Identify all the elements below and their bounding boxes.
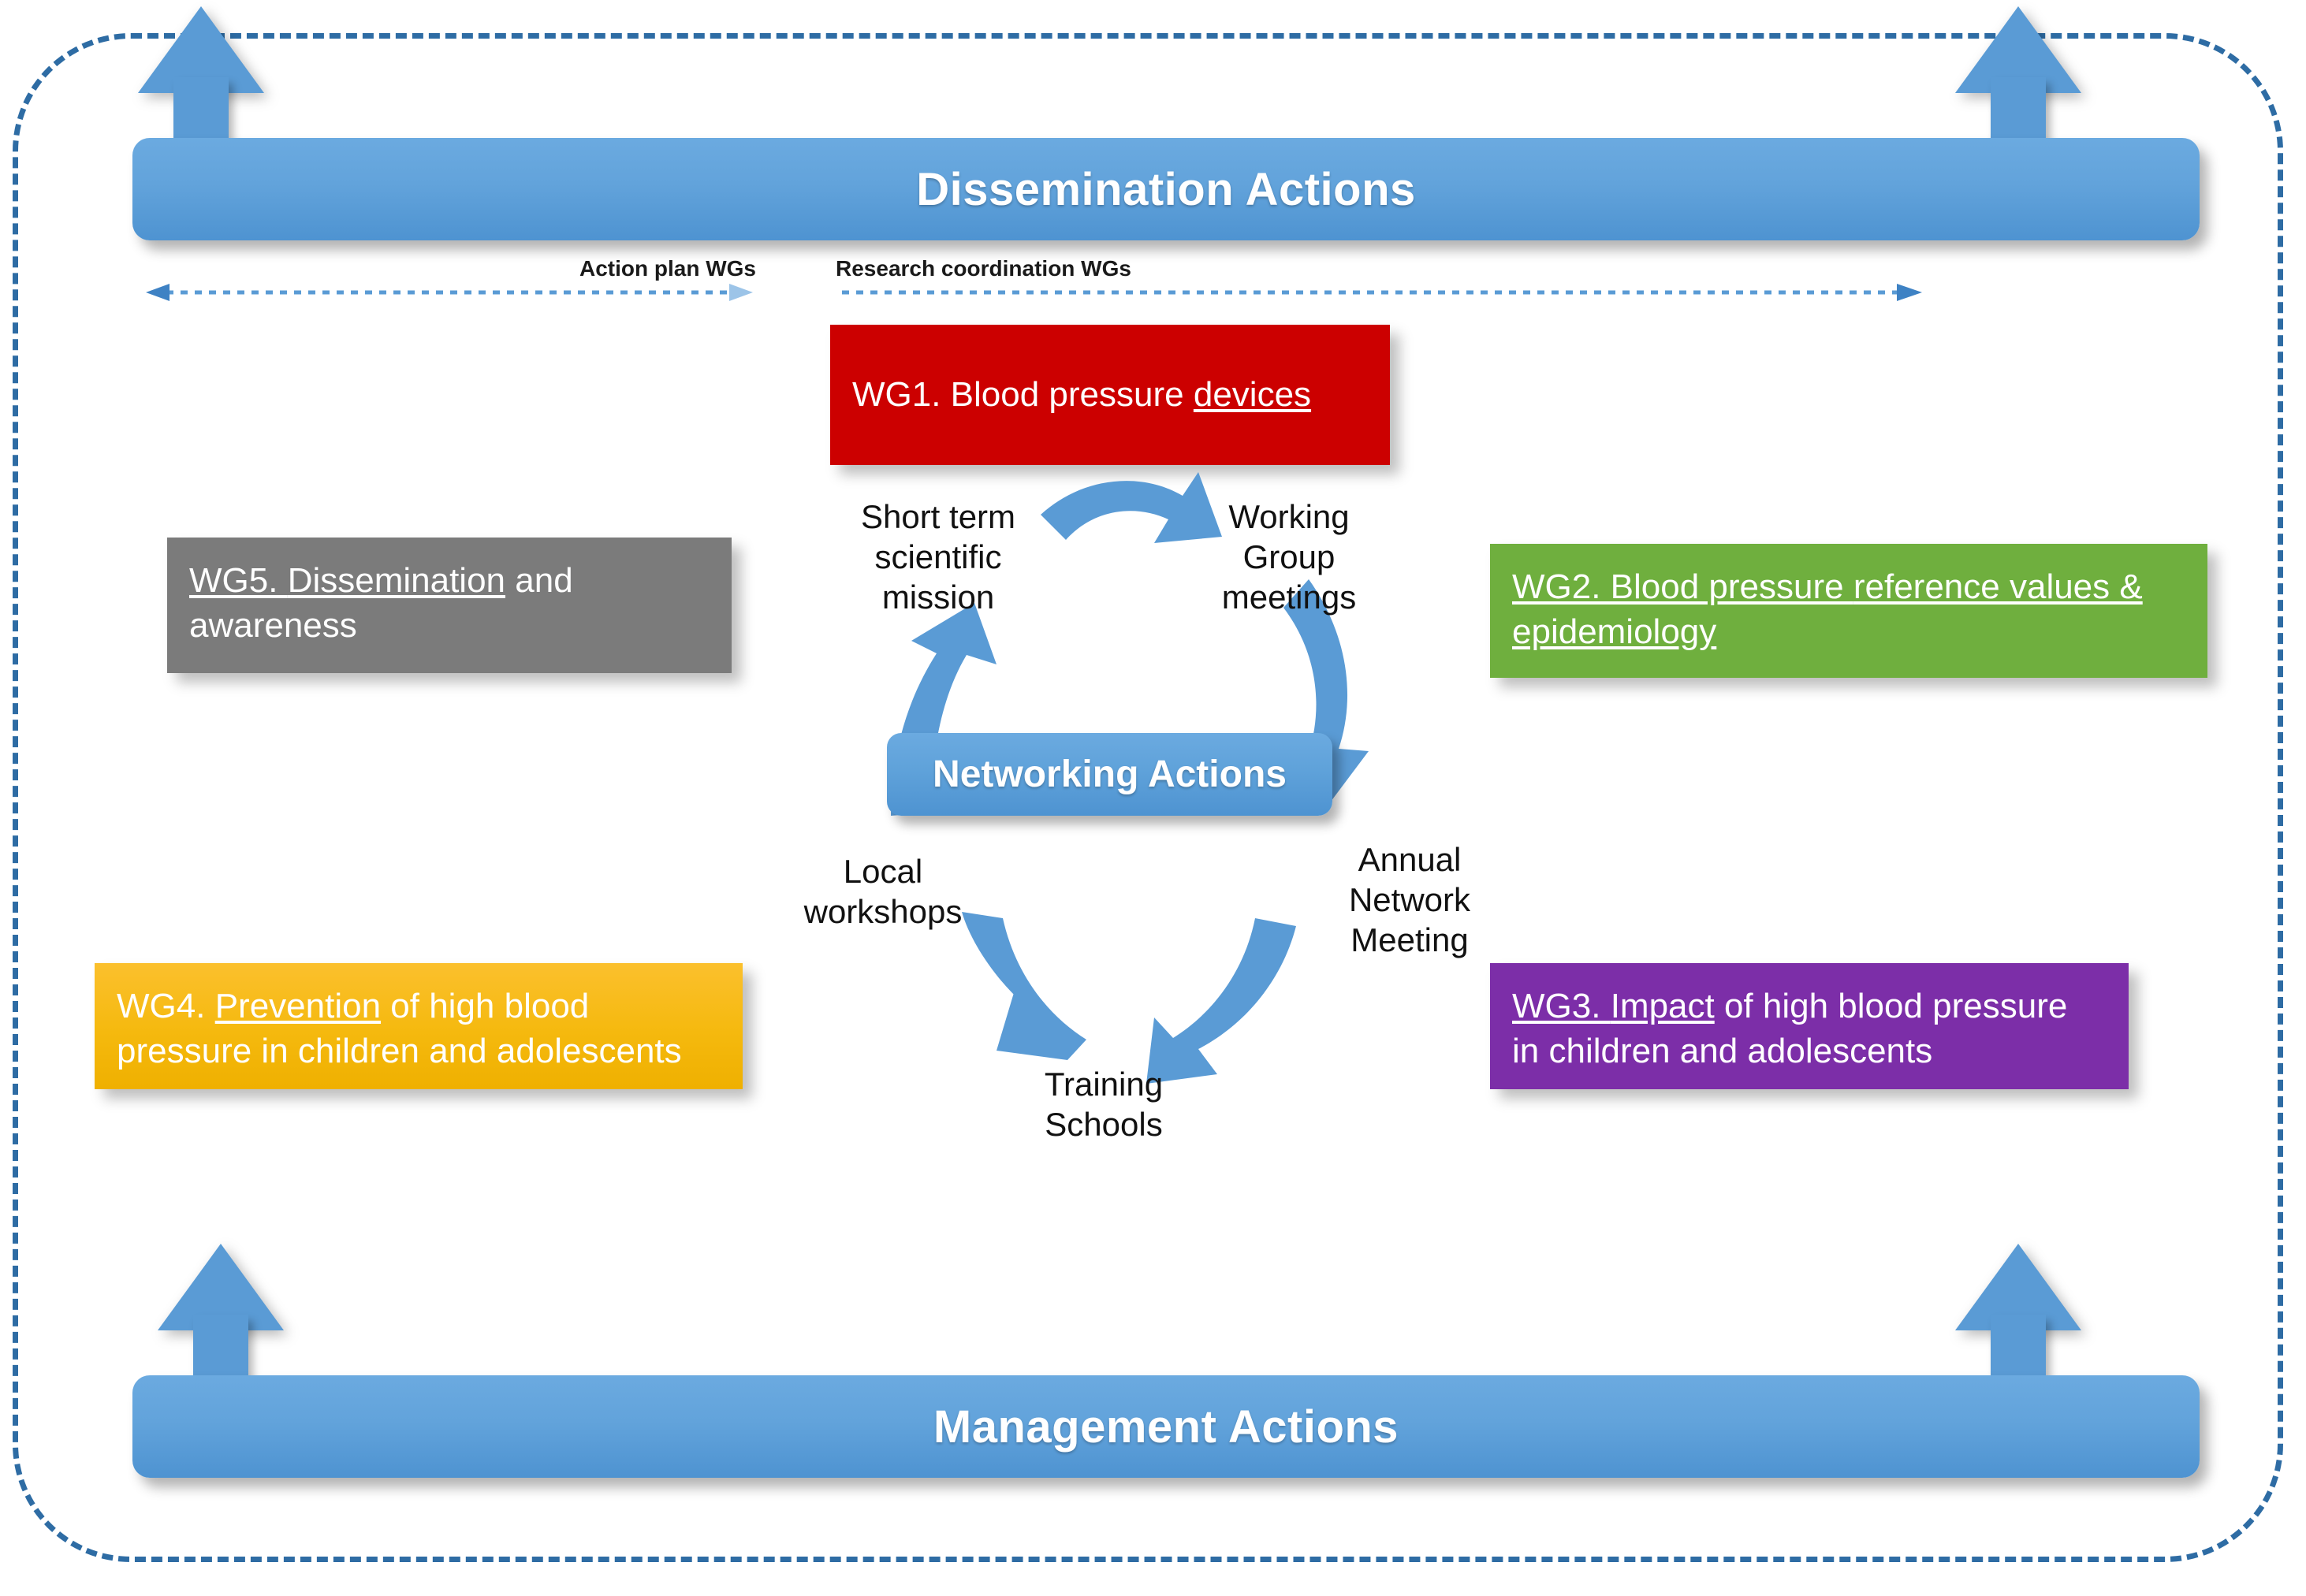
scope-label-research-coordination: Research coordination WGs bbox=[836, 256, 1131, 281]
wg1-keyword: devices bbox=[1193, 375, 1312, 415]
wg1-text: WG1. Blood pressure devices bbox=[852, 372, 1311, 417]
cycle-label-local-workshops: Local workshops bbox=[803, 853, 963, 931]
wg4-line2: pressure in children and adolescents bbox=[117, 1032, 682, 1071]
wg3-box[interactable]: WG3. Impact of high blood pressure in ch… bbox=[1490, 963, 2129, 1089]
arrow-training-to-local bbox=[962, 912, 1086, 1060]
wg5-box[interactable]: WG5. Dissemination and awareness bbox=[167, 538, 732, 673]
arrow-wg-meetings-to-annual bbox=[1280, 579, 1369, 808]
management-actions-banner: Management Actions bbox=[132, 1375, 2200, 1478]
outer-dashed-frame bbox=[13, 33, 2283, 1562]
wg5-prefix: WG5. bbox=[189, 561, 288, 600]
scope-label-action-plan: Action plan WGs bbox=[579, 256, 756, 281]
wg2-line2: epidemiology bbox=[1512, 609, 2187, 654]
wg4-box[interactable]: WG4. Prevention of high blood pressure i… bbox=[95, 963, 743, 1089]
scope-range-arrow-left bbox=[146, 284, 753, 301]
wg4-suffix: of high blood bbox=[381, 987, 590, 1025]
wg4-line1: WG4. Prevention of high blood bbox=[117, 984, 722, 1029]
wg5-keyword: Dissemination bbox=[287, 561, 506, 600]
networking-actions-pill: Networking Actions bbox=[887, 733, 1332, 816]
wg3-prefix: WG3. bbox=[1512, 987, 1611, 1025]
wg5-suffix: and bbox=[505, 561, 573, 600]
wg3-suffix: of high blood pressure bbox=[1714, 987, 2068, 1025]
cycle-label-annual-network-meeting: Annual Network Meeting bbox=[1348, 841, 1471, 959]
wg5-line2: awareness bbox=[189, 606, 357, 645]
wg2-keyword: reference values & bbox=[1853, 567, 2143, 606]
wg3-keyword: Impact bbox=[1610, 987, 1715, 1025]
wg4-keyword: Prevention bbox=[214, 987, 382, 1025]
wg5-line1: WG5. Dissemination and bbox=[189, 558, 711, 603]
arrow-stsm-to-wg-meetings bbox=[1041, 472, 1222, 543]
wg2-line1: WG2. Blood pressure reference values & bbox=[1512, 564, 2187, 609]
cycle-label-training-schools: Training Schools bbox=[1044, 1066, 1164, 1144]
wg1-prefix: WG1. Blood pressure bbox=[852, 375, 1194, 415]
dissemination-actions-banner: Dissemination Actions bbox=[132, 138, 2200, 240]
wg3-line2: in children and adolescents bbox=[1512, 1032, 1933, 1071]
cycle-label-working-group-meetings: Working Group meetings bbox=[1221, 498, 1357, 616]
wg2-box[interactable]: WG2. Blood pressure reference values & e… bbox=[1490, 544, 2207, 678]
cycle-label-short-term-scientific-mission: Short term scientific mission bbox=[860, 498, 1016, 616]
scope-range-arrow-right bbox=[842, 284, 1922, 301]
wg1-box[interactable]: WG1. Blood pressure devices bbox=[830, 325, 1390, 465]
wg3-line1: WG3. Impact of high blood pressure bbox=[1512, 984, 2108, 1029]
arrow-annual-to-training bbox=[1146, 918, 1296, 1084]
wg4-prefix: WG4. bbox=[117, 987, 215, 1025]
wg2-prefix: WG2. Blood pressure bbox=[1512, 567, 1853, 606]
wg2-keyword2: epidemiology bbox=[1512, 612, 1717, 652]
